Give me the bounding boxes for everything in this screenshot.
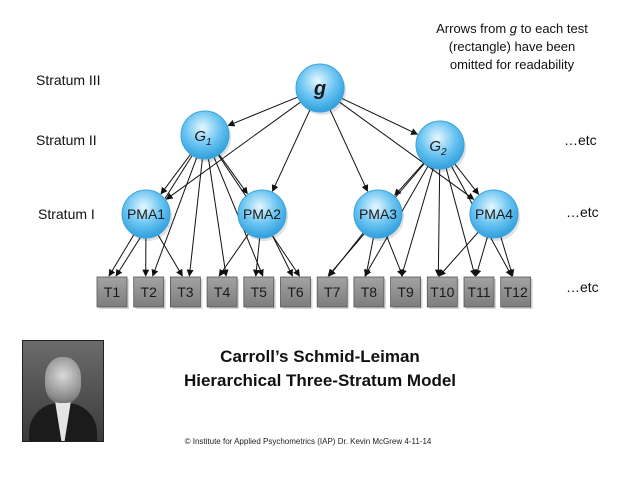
- arrow-g1-to-pma2: [219, 154, 247, 193]
- test-label: T4: [214, 284, 231, 300]
- test-label: T5: [251, 284, 268, 300]
- arrow-pma3-to-t9: [387, 236, 403, 276]
- node-pma3: PMA3: [354, 190, 404, 241]
- arrow-g-to-pma2: [272, 110, 310, 191]
- test-box-t12: T12: [501, 277, 533, 309]
- test-box-t6: T6: [281, 277, 313, 309]
- arrow-pma1-to-t1: [109, 235, 134, 276]
- test-box-t10: T10: [427, 277, 459, 309]
- test-label: T10: [430, 284, 454, 300]
- test-label: T11: [467, 284, 490, 300]
- test-label: T12: [504, 284, 528, 300]
- test-box-t8: T8: [354, 277, 386, 309]
- test-label: T8: [361, 284, 378, 300]
- note-line-1: Arrows from g to each test: [412, 20, 612, 38]
- note-text: Arrows from: [436, 21, 510, 36]
- test-box-t5: T5: [244, 277, 276, 309]
- arrow-pma2-to-t6: [272, 236, 292, 276]
- test-box-t9: T9: [391, 277, 423, 309]
- note-text: to each test: [517, 21, 588, 36]
- test-label: T1: [104, 284, 121, 300]
- etc-stratum-1: …etc: [566, 204, 599, 220]
- arrow-g1-to-t4: [209, 159, 227, 276]
- arrow-pma3-to-t7: [329, 233, 363, 276]
- note-line-3: omitted for readability: [412, 56, 612, 74]
- node-pma1-label: PMA1: [127, 206, 165, 222]
- arrow-pma2-to-t5: [256, 238, 260, 276]
- stratum-2-label: Stratum II: [36, 132, 97, 148]
- test-box-t4: T4: [207, 277, 239, 309]
- author-photo: [22, 340, 104, 442]
- arrow-g2-to-t10: [438, 169, 439, 276]
- note-line-2: (rectangle) have been: [412, 38, 612, 56]
- test-box-t7: T7: [317, 277, 349, 309]
- etc-stratum-2: …etc: [564, 132, 597, 148]
- arrow-pma1-to-t3: [158, 235, 182, 276]
- arrow-g1-to-t3: [189, 159, 202, 276]
- test-label: T3: [177, 284, 194, 300]
- arrow-g1-to-pma1: [161, 154, 191, 194]
- title-line-1: Carroll’s Schmid-Leiman: [140, 345, 500, 369]
- node-g-label: g: [313, 78, 326, 100]
- note-g: g: [510, 21, 517, 36]
- test-box-t3: T3: [170, 277, 202, 309]
- test-box-t1: T1: [97, 277, 129, 309]
- readability-note: Arrows from g to each test (rectangle) h…: [412, 20, 612, 74]
- test-label: T7: [324, 284, 341, 300]
- arrow-pma3-to-t8: [366, 238, 374, 276]
- node-pma1: PMA1: [122, 190, 172, 241]
- title-line-2: Hierarchical Three-Stratum Model: [140, 369, 500, 393]
- stratum-3-label: Stratum III: [36, 72, 101, 88]
- node-g: g: [296, 64, 346, 115]
- test-box-t2: T2: [134, 277, 166, 309]
- arrow-pma4-to-t12: [501, 237, 513, 276]
- test-label: T6: [287, 284, 304, 300]
- arrow-g-to-g2: [342, 98, 418, 134]
- diagram-title: Carroll’s Schmid-Leiman Hierarchical Thr…: [140, 345, 500, 393]
- copyright-footer: © Institute for Applied Psychometrics (I…: [148, 437, 468, 446]
- stratum-1-label: Stratum I: [38, 206, 95, 222]
- test-label: T9: [397, 284, 414, 300]
- node-pma2-label: PMA2: [243, 206, 281, 222]
- arrow-g2-to-pma3: [395, 163, 424, 196]
- node-g1: G1: [181, 111, 231, 162]
- node-pma4-label: PMA4: [475, 206, 513, 222]
- photo-face: [45, 357, 81, 403]
- arrow-pma2-to-t4: [219, 234, 248, 276]
- arrow-pma4-to-t10: [439, 232, 478, 276]
- etc-tests: …etc: [566, 279, 599, 295]
- arrow-g-to-pma3: [330, 110, 368, 191]
- test-box-t11: T11: [464, 277, 496, 309]
- test-label: T2: [141, 284, 158, 300]
- arrow-pma4-to-t11: [476, 237, 487, 276]
- node-pma3-label: PMA3: [359, 206, 397, 222]
